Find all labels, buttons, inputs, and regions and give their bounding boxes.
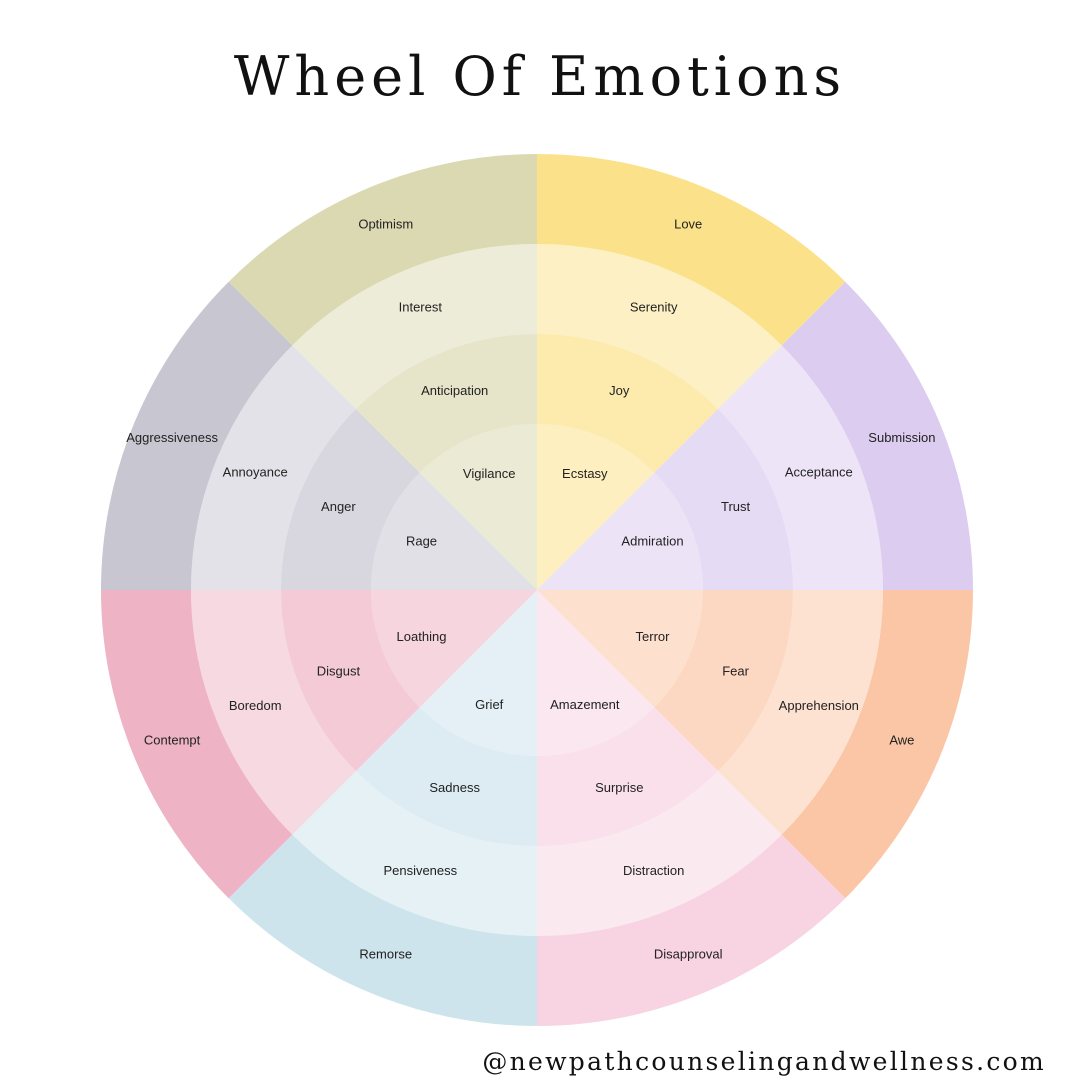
emotion-label: Interest xyxy=(399,300,443,315)
emotion-label: Vigilance xyxy=(463,466,516,481)
emotion-label: Terror xyxy=(636,629,671,644)
segment-yellow xyxy=(537,154,846,590)
band-yellow-ring-2 xyxy=(537,334,719,473)
emotion-label: Anticipation xyxy=(421,383,488,398)
band-rose-ring-4 xyxy=(101,590,293,899)
band-orange-ring-3 xyxy=(718,590,883,835)
emotion-label: Boredom xyxy=(229,698,282,713)
band-purple-ring-1 xyxy=(537,472,703,590)
emotion-label: Surprise xyxy=(595,780,643,795)
band-pink-ring-2 xyxy=(537,707,719,846)
emotion-label: Loathing xyxy=(397,629,447,644)
band-olive-ring-2 xyxy=(355,334,537,473)
band-olive-ring-1 xyxy=(419,424,537,590)
band-purple-ring-2 xyxy=(654,408,793,590)
segment-rose xyxy=(101,590,537,899)
footer-handle: @newpathcounselingandwellness.com xyxy=(482,1047,1046,1076)
band-blue-ring-3 xyxy=(292,771,537,936)
emotion-label: Joy xyxy=(609,383,630,398)
emotion-label: Ecstasy xyxy=(562,466,608,481)
emotion-label: Amazement xyxy=(550,697,620,712)
band-olive-ring-3 xyxy=(292,244,537,409)
band-yellow-ring-3 xyxy=(537,244,782,409)
segment-olive xyxy=(228,154,537,590)
band-gray-ring-1 xyxy=(371,472,537,590)
emotion-label: Apprehension xyxy=(779,698,859,713)
emotion-label: Aggressiveness xyxy=(126,430,218,445)
emotion-label: Acceptance xyxy=(785,465,853,480)
band-pink-ring-1 xyxy=(537,590,655,756)
segment-pink xyxy=(537,590,846,1026)
emotion-label: Pensiveness xyxy=(383,863,457,878)
band-yellow-ring-1 xyxy=(537,424,655,590)
band-rose-ring-1 xyxy=(371,590,537,708)
emotion-label: Annoyance xyxy=(223,465,288,480)
emotion-label: Love xyxy=(674,217,702,232)
band-orange-ring-2 xyxy=(654,590,793,772)
band-olive-ring-4 xyxy=(228,154,537,346)
emotion-label: Serenity xyxy=(630,300,678,315)
band-pink-ring-3 xyxy=(537,771,782,936)
emotion-label: Disgust xyxy=(317,664,361,679)
band-orange-ring-4 xyxy=(781,590,973,899)
segment-gray xyxy=(101,281,537,590)
segment-purple xyxy=(537,281,973,590)
band-pink-ring-4 xyxy=(537,834,846,1026)
emotion-label: Disapproval xyxy=(654,946,723,961)
emotion-label: Contempt xyxy=(144,733,201,748)
band-blue-ring-2 xyxy=(355,707,537,846)
band-gray-ring-4 xyxy=(101,281,293,590)
emotion-label: Distraction xyxy=(623,863,684,878)
segment-blue xyxy=(228,590,537,1026)
band-purple-ring-3 xyxy=(718,345,883,590)
emotion-label: Awe xyxy=(889,733,914,748)
band-purple-ring-4 xyxy=(781,281,973,590)
band-rose-ring-3 xyxy=(191,590,356,835)
emotion-label: Fear xyxy=(722,664,749,679)
emotion-label: Remorse xyxy=(359,946,412,961)
page-title: Wheel Of Emotions xyxy=(233,45,847,108)
emotion-label: Rage xyxy=(406,534,437,549)
band-rose-ring-2 xyxy=(281,590,420,772)
band-blue-ring-4 xyxy=(228,834,537,1026)
emotion-label: Anger xyxy=(321,499,356,514)
emotion-label: Grief xyxy=(475,697,504,712)
band-orange-ring-1 xyxy=(537,590,703,708)
emotion-label: Admiration xyxy=(621,534,683,549)
emotion-label: Optimism xyxy=(358,217,413,232)
band-yellow-ring-4 xyxy=(537,154,846,346)
band-gray-ring-3 xyxy=(191,345,356,590)
segment-orange xyxy=(537,590,973,899)
band-blue-ring-1 xyxy=(419,590,537,756)
emotion-label: Trust xyxy=(721,499,751,514)
emotion-label: Submission xyxy=(868,430,935,445)
band-gray-ring-2 xyxy=(281,408,420,590)
emotion-label: Sadness xyxy=(429,780,480,795)
